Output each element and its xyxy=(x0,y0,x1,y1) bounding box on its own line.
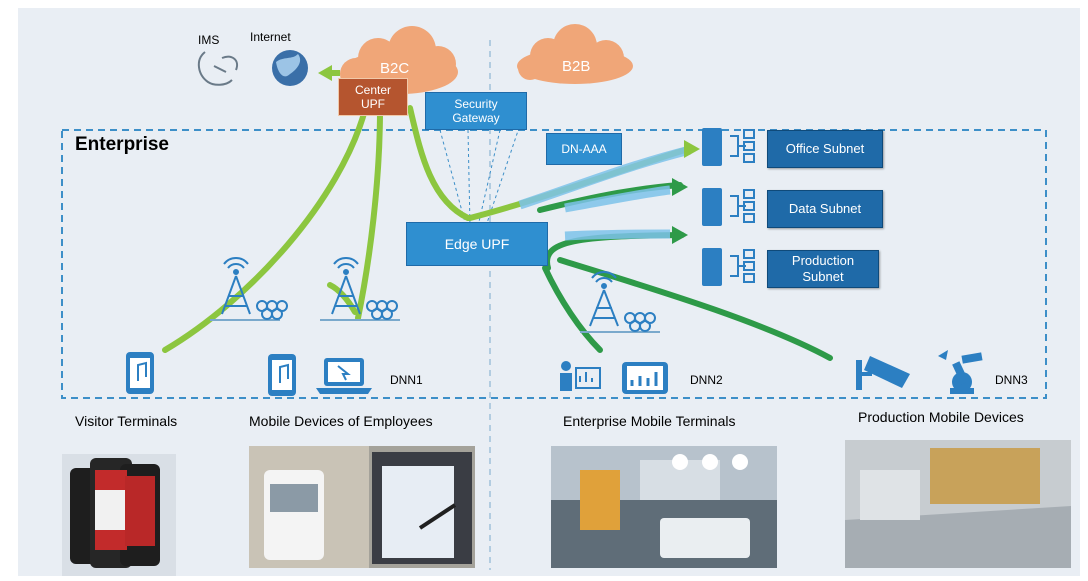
terminal-icon xyxy=(560,361,601,391)
production-devices-label: Production Mobile Devices xyxy=(858,409,1024,425)
ims-label: IMS xyxy=(198,33,220,47)
b2b-cloud xyxy=(517,24,633,84)
tower-icon-1 xyxy=(210,257,288,321)
robot-arm-icon xyxy=(938,350,983,394)
internet-label: Internet xyxy=(250,30,291,44)
globe-icon xyxy=(272,50,308,86)
tower-icon-2 xyxy=(320,257,400,321)
laptop-icon xyxy=(316,358,372,394)
data-subnet-box: Data Subnet xyxy=(767,190,883,228)
enterprise-title: Enterprise xyxy=(75,134,169,155)
ims-icon xyxy=(197,51,238,86)
production-photo xyxy=(845,440,1071,568)
enterprise-terminals-label: Enterprise Mobile Terminals xyxy=(563,413,736,429)
visitor-terminals-label: Visitor Terminals xyxy=(75,413,178,429)
dnn2-label: DNN2 xyxy=(690,373,723,387)
arrow-heads xyxy=(318,65,700,244)
visitor-photo xyxy=(62,454,176,576)
edge-upf-box: Edge UPF xyxy=(406,222,548,266)
blue-pipes xyxy=(518,145,692,241)
center-upf-box: Center UPF xyxy=(338,78,408,116)
server-tree-icons xyxy=(730,129,755,283)
employees-photo xyxy=(249,446,475,568)
production-subnet-box: Production Subnet xyxy=(767,250,879,288)
b2c-label: B2C xyxy=(380,60,410,77)
tower-icon-3 xyxy=(580,271,660,333)
server-icons xyxy=(702,128,722,286)
employee-devices-label: Mobile Devices of Employees xyxy=(249,413,433,429)
office-subnet-box: Office Subnet xyxy=(767,130,883,168)
security-gateway-box: Security Gateway xyxy=(425,92,527,130)
dnn1-label: DNN1 xyxy=(390,373,423,387)
phone-icon-visitor xyxy=(126,352,154,394)
enterprise-terminals-photo xyxy=(551,446,777,568)
b2b-label: B2B xyxy=(562,58,591,75)
dnn3-label: DNN3 xyxy=(995,373,1028,387)
phone-icon-employee xyxy=(268,354,296,396)
dn-aaa-box: DN-AAA xyxy=(546,133,622,165)
camera-icon xyxy=(856,356,910,390)
enterprise-boundary xyxy=(61,129,1047,399)
tablet-icon xyxy=(622,362,668,394)
